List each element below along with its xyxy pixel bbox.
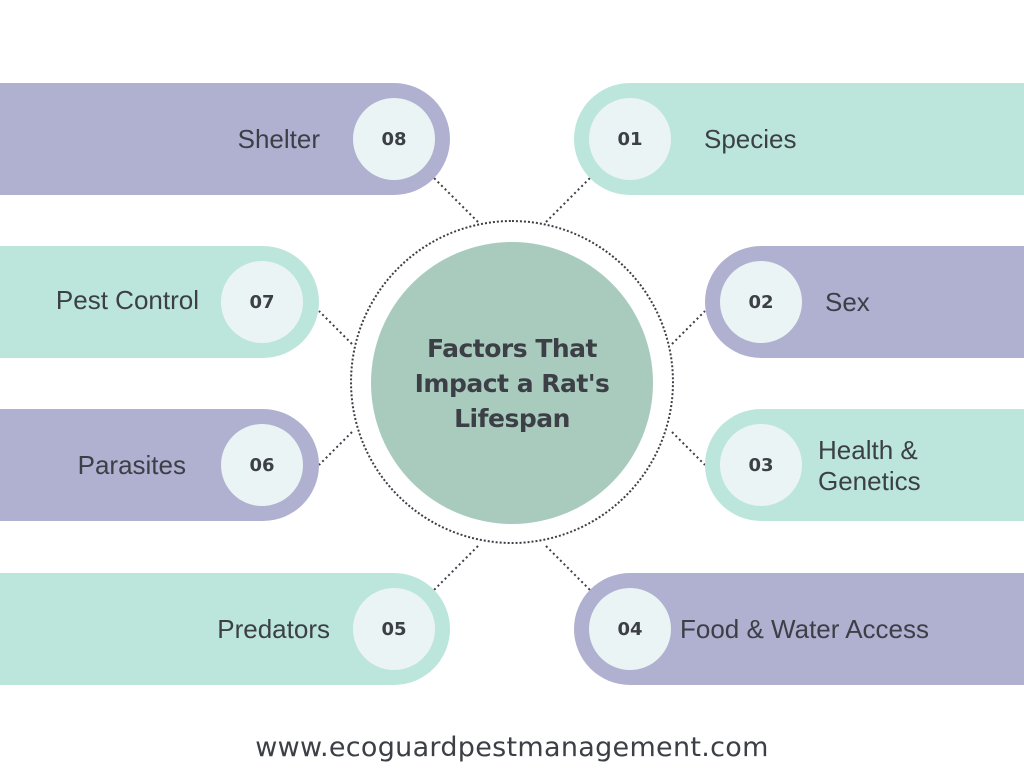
connector-07 [318, 310, 353, 345]
factor-07-number: 07 [221, 261, 303, 343]
connector-04 [545, 545, 591, 591]
factor-01-number: 01 [589, 98, 671, 180]
factor-03-label: Health & Genetics [818, 435, 921, 496]
center-circle: Factors That Impact a Rat's Lifespan [371, 242, 653, 524]
connector-06 [318, 431, 353, 466]
factor-04-label: Food & Water Access [680, 614, 930, 644]
center-ring [350, 220, 674, 544]
factor-01-label: Species [704, 124, 797, 154]
factor-03-number: 03 [720, 424, 802, 506]
factor-08-pill: 08 Shelter [0, 83, 450, 195]
factor-08-number: 08 [353, 98, 435, 180]
factor-03-pill: 03 Health & Genetics [705, 409, 1024, 521]
factor-07-pill: 07 Pest Control [0, 246, 319, 358]
factor-06-pill: 06 Parasites [0, 409, 319, 521]
factor-02-label: Sex [825, 287, 870, 317]
website-url: www.ecoguardpestmanagement.com [255, 732, 769, 763]
connector-01 [545, 177, 591, 223]
factor-06-label: Parasites [77, 450, 186, 480]
factor-05-label: Predators [217, 614, 330, 644]
factor-04-number: 04 [589, 588, 671, 670]
diagram-title: Factors That Impact a Rat's Lifespan [414, 333, 610, 433]
factor-08-label: Shelter [237, 124, 320, 154]
factor-02-pill: 02 Sex [705, 246, 1024, 358]
factor-05-pill: 05 Predators [0, 573, 450, 685]
connector-05 [433, 545, 479, 591]
connector-03 [671, 431, 706, 466]
factor-01-pill: 01 Species [574, 83, 1024, 195]
factor-02-number: 02 [720, 261, 802, 343]
factor-06-number: 06 [221, 424, 303, 506]
connector-08 [433, 177, 479, 223]
factor-04-pill: 04 Food & Water Access [574, 573, 1024, 685]
factor-05-number: 05 [353, 588, 435, 670]
factor-07-label: Pest Control [55, 285, 199, 315]
connector-02 [671, 310, 706, 345]
